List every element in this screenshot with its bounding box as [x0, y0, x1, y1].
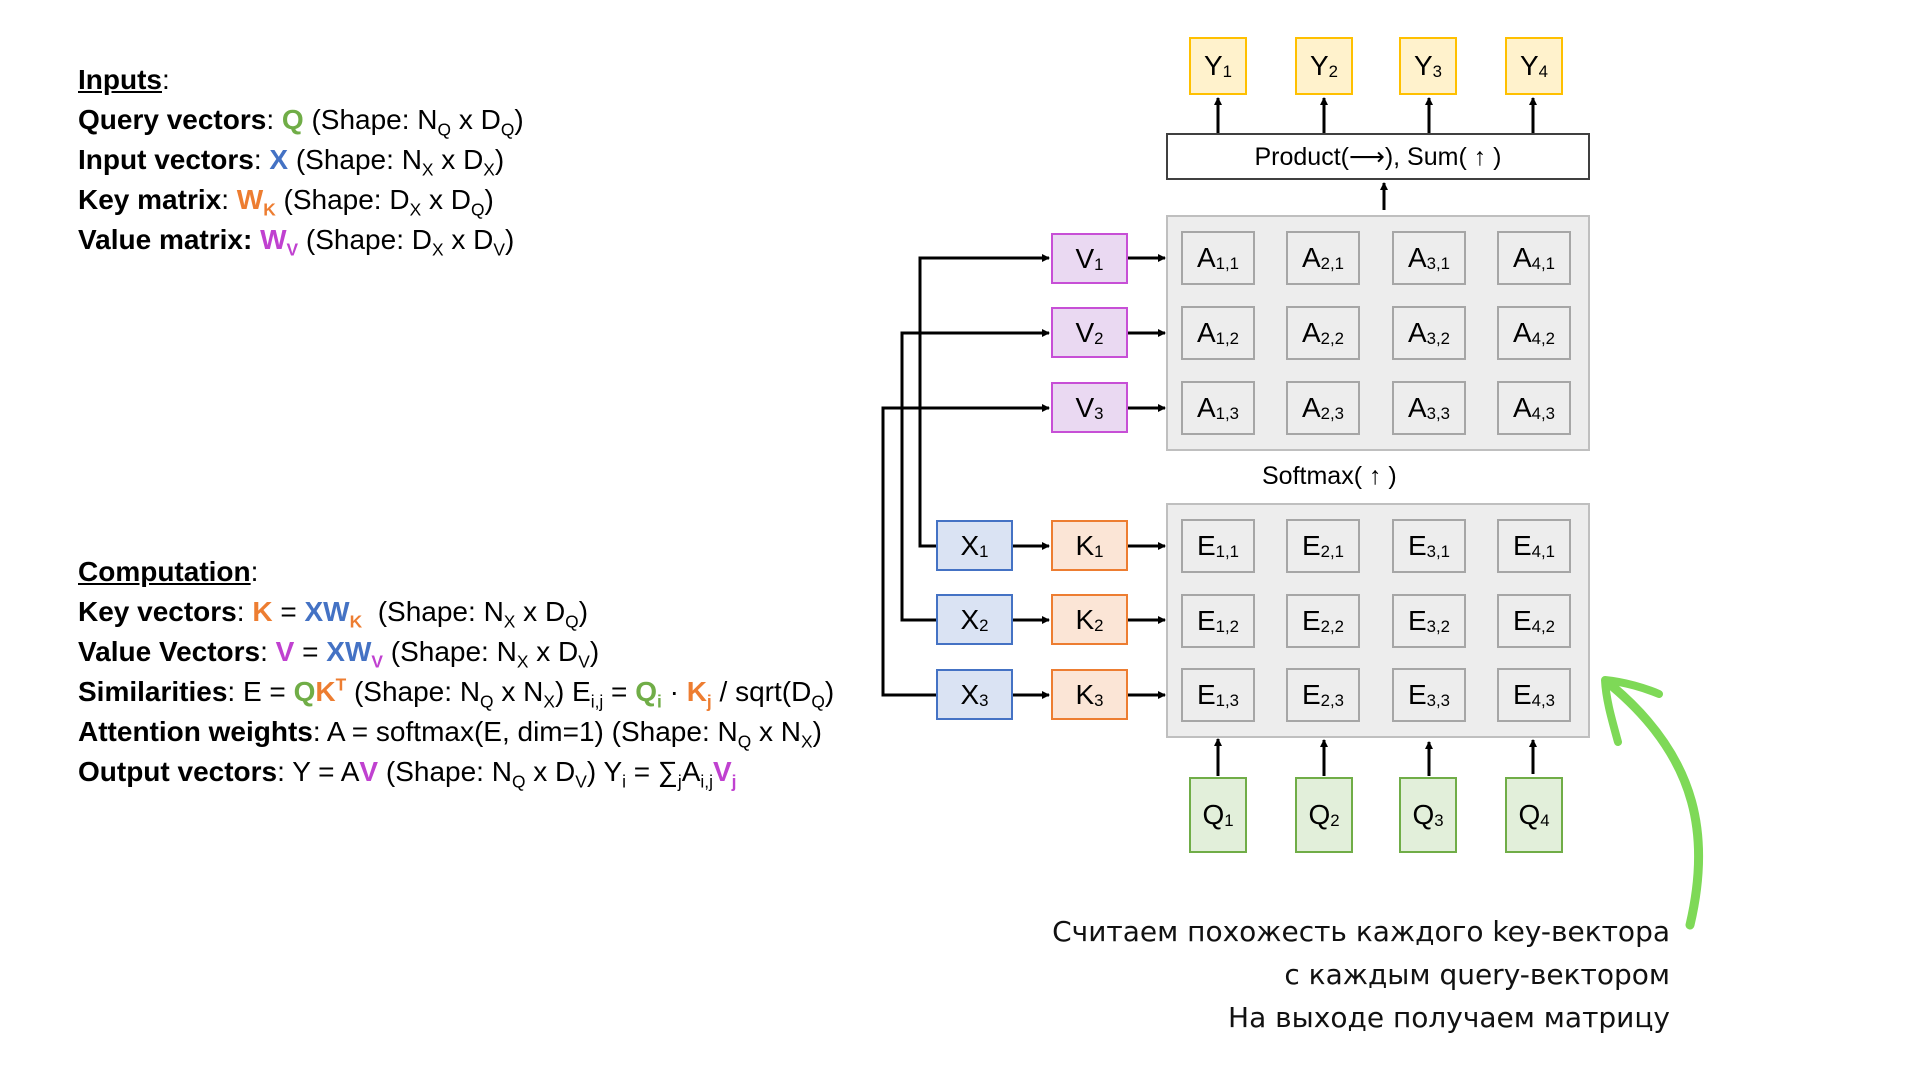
key-vectors-line: Key vectors: K = XWK (Shape: NX x DQ)	[78, 596, 589, 632]
value-vectors-line: Value Vectors: V = XWV (Shape: NX x DV)	[78, 636, 600, 672]
inputs-header: Inputs:	[78, 64, 170, 95]
key-matrix-line: Key matrix: WK (Shape: DX x DQ)	[78, 184, 494, 220]
attention-weights-line: Attention weights: A = softmax(E, dim=1)…	[78, 716, 822, 752]
caption-line-2: с каждым query-вектором	[1284, 958, 1670, 991]
annotation-arrow	[1607, 681, 1704, 930]
output-vectors-line: Output vectors: Y = AV (Shape: NQ x DV) …	[78, 756, 737, 792]
product-sum-box: Product(⟶), Sum( ↑ )	[1166, 133, 1590, 180]
annotation-caption: Считаем похожесть каждого key-вектора с …	[1052, 910, 1670, 1039]
value-matrix-line: Value matrix: WV (Shape: DX x DV)	[78, 224, 515, 260]
wire-x1-v1	[918, 254, 1050, 548]
input-vectors-line: Input vectors: X (Shape: NX x DX)	[78, 144, 505, 180]
similarities-line: Similarities: E = QKT (Shape: NQ x NX) E…	[78, 674, 835, 712]
caption-line-1: Считаем похожесть каждого key-вектора	[1052, 915, 1670, 948]
caption-line-3: На выходе получаем матрицу	[1228, 1001, 1670, 1034]
softmax-label: Softmax( ↑ )	[1262, 462, 1397, 490]
query-vectors-line: Query vectors: Q (Shape: NQ x DQ)	[78, 104, 524, 140]
wire-x3-v3	[881, 404, 1050, 697]
computation-header: Computation:	[78, 556, 259, 587]
wire-x2-v2	[900, 329, 1050, 622]
annotation-arrowhead	[1601, 676, 1663, 746]
